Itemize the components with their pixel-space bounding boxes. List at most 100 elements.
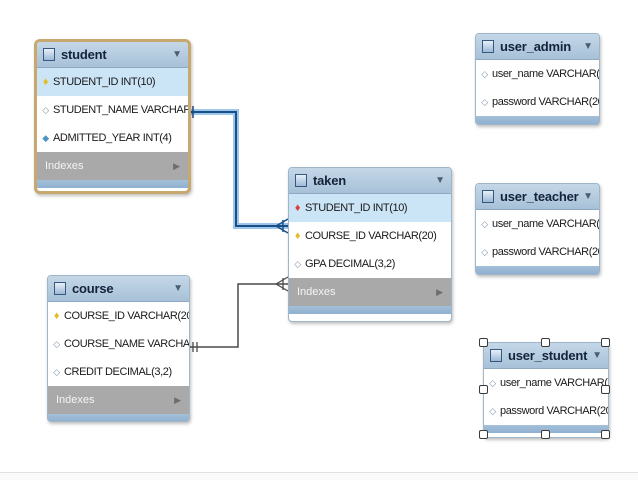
column-diamond-icon: ◇ <box>294 258 301 269</box>
table-name: user_student <box>508 348 588 363</box>
chevron-down-icon[interactable]: ▼ <box>172 49 182 60</box>
column-label: password VARCHAR(20) <box>492 246 600 258</box>
table-name: taken <box>313 173 346 188</box>
resize-handle-top-left[interactable] <box>479 338 488 347</box>
table-icon <box>43 48 55 61</box>
table-header[interactable]: course ▼ <box>48 276 189 302</box>
table-header[interactable]: taken ▼ <box>289 168 451 194</box>
primary-key-icon: ♦ <box>53 310 60 322</box>
table-icon <box>482 40 494 53</box>
column-diamond-icon: ◇ <box>53 338 60 349</box>
column-row[interactable]: ◇ CREDIT DECIMAL(3,2) <box>48 358 189 386</box>
column-row[interactable]: ♦ COURSE_ID VARCHAR(20) <box>289 222 451 250</box>
relationship-student-taken[interactable] <box>183 106 289 234</box>
chevron-down-icon[interactable]: ▼ <box>583 191 593 202</box>
table-header[interactable]: user_student ▼ <box>484 343 608 369</box>
table-icon <box>54 282 66 295</box>
column-label: password VARCHAR(20) <box>492 96 600 108</box>
expand-arrow-icon[interactable]: ▶ <box>173 160 180 171</box>
table-footer <box>476 116 599 124</box>
table-footer <box>476 266 599 274</box>
table-header[interactable]: student ▼ <box>37 42 188 68</box>
chevron-down-icon[interactable]: ▼ <box>173 283 183 294</box>
chevron-down-icon[interactable]: ▼ <box>435 175 445 186</box>
resize-handle-left[interactable] <box>479 385 488 394</box>
chevron-down-icon[interactable]: ▼ <box>592 350 602 361</box>
column-row[interactable]: ◇ GPA DECIMAL(3,2) <box>289 250 451 278</box>
table-header[interactable]: user_admin ▼ <box>476 34 599 60</box>
table-name: course <box>72 281 114 296</box>
column-label: CREDIT DECIMAL(3,2) <box>64 366 172 378</box>
column-label: STUDENT_NAME VARCHAR(30) <box>53 104 191 116</box>
table-footer <box>484 425 608 433</box>
bottom-divider <box>0 472 638 480</box>
table-name: student <box>61 47 107 62</box>
column-row[interactable]: ♦ STUDENT_ID INT(10) <box>37 68 188 96</box>
column-label: user_name VARCHAR(20) <box>492 68 600 80</box>
table-taken[interactable]: taken ▼ ♦ STUDENT_ID INT(10) ♦ COURSE_ID… <box>288 167 452 322</box>
table-user-admin[interactable]: user_admin ▼ ◇ user_name VARCHAR(20) ◇ p… <box>475 33 600 125</box>
column-diamond-icon: ◇ <box>481 68 488 79</box>
indexes-label: Indexes <box>45 160 84 172</box>
indexes-section[interactable]: Indexes ▶ <box>48 386 189 414</box>
table-student[interactable]: student ▼ ♦ STUDENT_ID INT(10) ◇ STUDENT… <box>34 39 191 194</box>
column-row[interactable]: ◇ STUDENT_NAME VARCHAR(30) <box>37 96 188 124</box>
indexes-label: Indexes <box>56 394 95 406</box>
column-row[interactable]: ◆ ADMITTED_YEAR INT(4) <box>37 124 188 152</box>
table-footer <box>289 306 451 314</box>
foreign-key-icon: ♦ <box>294 202 301 214</box>
column-diamond-icon: ◇ <box>42 104 49 115</box>
table-user-teacher[interactable]: user_teacher ▼ ◇ user_name VARCHAR(20) ◇… <box>475 183 600 275</box>
column-label: STUDENT_ID INT(10) <box>305 202 408 214</box>
indexes-section[interactable]: Indexes ▶ <box>289 278 451 306</box>
expand-arrow-icon[interactable]: ▶ <box>436 286 443 297</box>
primary-key-icon: ♦ <box>294 230 301 242</box>
column-label: user_name VARCHAR(20) <box>492 218 600 230</box>
table-name: user_admin <box>500 39 571 54</box>
column-diamond-icon: ◇ <box>481 96 488 107</box>
expand-arrow-icon[interactable]: ▶ <box>174 394 181 405</box>
primary-key-icon: ♦ <box>42 76 49 88</box>
table-user-student[interactable]: user_student ▼ ◇ user_name VARCHAR(20) ◇… <box>479 338 610 439</box>
chevron-down-icon[interactable]: ▼ <box>583 41 593 52</box>
column-diamond-icon: ◇ <box>481 246 488 257</box>
column-label: password VARCHAR(20) <box>500 405 608 417</box>
column-label: user_name VARCHAR(20) <box>500 377 608 389</box>
indexes-label: Indexes <box>297 286 336 298</box>
column-label: ADMITTED_YEAR INT(4) <box>53 132 172 144</box>
column-row[interactable]: ◇ user_name VARCHAR(20) <box>476 210 599 238</box>
resize-handle-bottom-left[interactable] <box>479 430 488 439</box>
table-footer <box>37 180 188 188</box>
column-row[interactable]: ◇ user_name VARCHAR(20) <box>476 60 599 88</box>
column-diamond-icon: ◇ <box>489 405 496 416</box>
table-icon <box>482 190 494 203</box>
column-diamond-icon: ◇ <box>489 377 496 388</box>
resize-handle-bottom[interactable] <box>541 430 550 439</box>
table-course[interactable]: course ▼ ♦ COURSE_ID VARCHAR(20) ◇ COURS… <box>47 275 190 422</box>
resize-handle-right[interactable] <box>601 385 610 394</box>
column-row[interactable]: ♦ STUDENT_ID INT(10) <box>289 194 451 222</box>
column-row[interactable]: ♦ COURSE_ID VARCHAR(20) <box>48 302 189 330</box>
relationship-course-taken[interactable] <box>188 276 289 352</box>
table-icon <box>295 174 307 187</box>
column-diamond-filled-icon: ◆ <box>42 132 49 143</box>
resize-handle-top-right[interactable] <box>601 338 610 347</box>
column-row[interactable]: ◇ COURSE_NAME VARCHAR(50) <box>48 330 189 358</box>
resize-handle-bottom-right[interactable] <box>601 430 610 439</box>
column-diamond-icon: ◇ <box>481 218 488 229</box>
table-footer <box>48 414 189 421</box>
column-row[interactable]: ◇ user_name VARCHAR(20) <box>484 369 608 397</box>
resize-handle-top[interactable] <box>541 338 550 347</box>
table-name: user_teacher <box>500 189 579 204</box>
column-label: COURSE_NAME VARCHAR(50) <box>64 338 190 350</box>
column-row[interactable]: ◇ password VARCHAR(20) <box>476 238 599 266</box>
column-row[interactable]: ◇ password VARCHAR(20) <box>484 397 608 425</box>
indexes-section[interactable]: Indexes ▶ <box>37 152 188 180</box>
column-label: STUDENT_ID INT(10) <box>53 76 156 88</box>
column-row[interactable]: ◇ password VARCHAR(20) <box>476 88 599 116</box>
column-label: GPA DECIMAL(3,2) <box>305 258 395 270</box>
column-diamond-icon: ◇ <box>53 366 60 377</box>
table-header[interactable]: user_teacher ▼ <box>476 184 599 210</box>
column-label: COURSE_ID VARCHAR(20) <box>64 310 190 322</box>
